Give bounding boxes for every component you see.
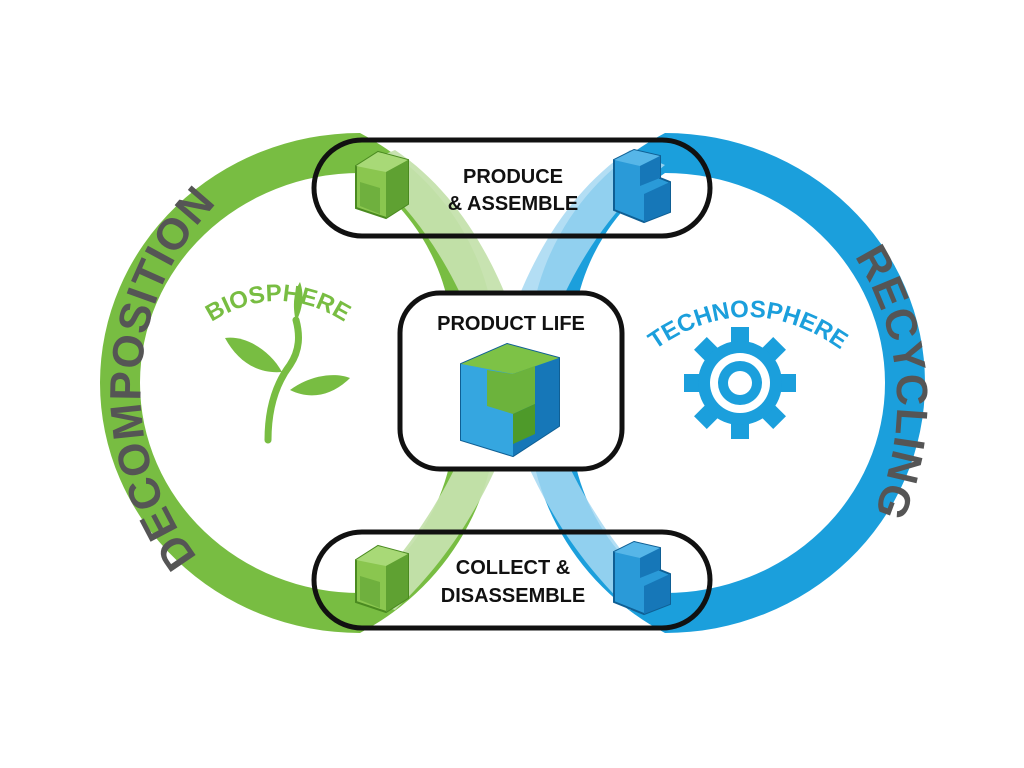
blue-arrow-notch-top [890,214,935,240]
green-crossing-ribbon [360,150,530,610]
produce-label-line2: & ASSEMBLE [448,193,578,215]
blue-block-icon-bottom [613,540,671,616]
green-block-icon [355,150,409,220]
collect-label-line2: DISASSEMBLE [441,585,585,607]
green-arrow-notch-top [92,214,140,240]
center-crossing [360,150,665,610]
green-loop [92,133,498,633]
decomposition-arc-label: DECOMPOSITION [101,177,224,580]
blue-crossing-ribbon [495,150,665,610]
biosphere-label: BIOSPHERE [201,280,355,327]
product-life-label: PRODUCT LIFE [437,313,585,335]
collect-disassemble-stage: COLLECT & DISASSEMBLE [311,529,713,631]
sprout-icon [225,282,350,444]
produce-assemble-stage: PRODUCE & ASSEMBLE [311,137,713,239]
product-life-stage: PRODUCT LIFE [397,290,625,472]
produce-label-line1: PRODUCE [463,166,563,188]
blue-block-icon [613,148,671,224]
green-block-icon-bottom [355,544,409,614]
blue-arrow-notch-bottom [876,530,932,560]
blue-loop [527,133,935,633]
collect-label-line1: COLLECT & [456,557,570,579]
product-cube-icon [460,342,560,458]
green-arrow-notch-bottom [95,530,150,560]
gear-icon [684,327,796,439]
